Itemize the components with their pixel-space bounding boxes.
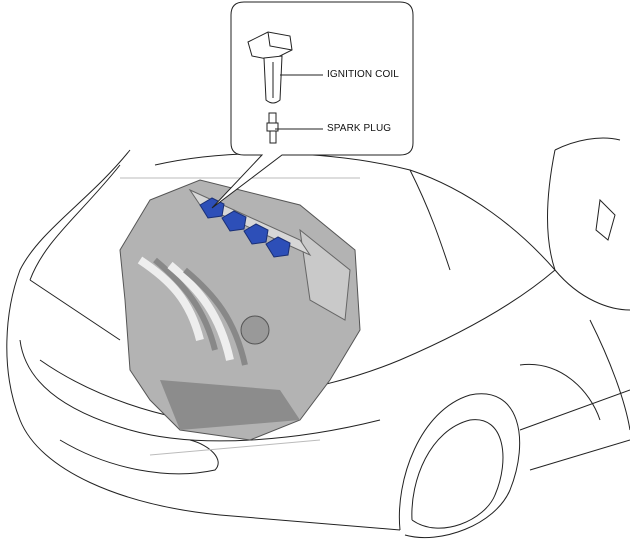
engine — [119, 179, 361, 441]
coil-3 — [243, 223, 269, 245]
car-outline — [6, 137, 630, 539]
spark-plug-part-icon — [266, 112, 279, 144]
spark-plug-label: SPARK PLUG — [327, 123, 392, 134]
ignition-coil-part-icon — [247, 31, 293, 104]
ignition-coil-label: IGNITION COIL — [327, 69, 399, 80]
coil-4 — [265, 236, 291, 258]
callout-box — [211, 1, 414, 209]
coil-2 — [221, 210, 247, 232]
